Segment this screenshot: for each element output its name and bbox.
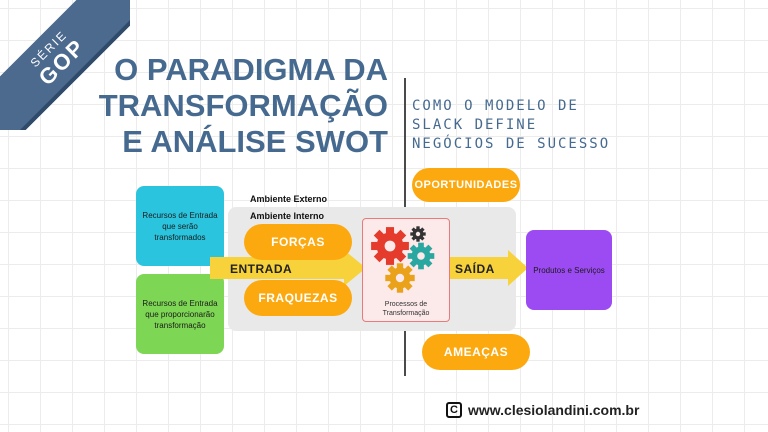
subtitle-line-1: COMO O MODELO DE	[412, 98, 579, 114]
input-resources-transforming: Recursos de Entrada que proporcionarão t…	[136, 274, 224, 354]
transformation-process-label: Processos de Transformação	[382, 301, 430, 317]
gears-icon	[371, 226, 435, 293]
input-resources-transforming-label: Recursos de Entrada que proporcionarão t…	[142, 298, 218, 330]
strengths-pill: FORÇAS	[244, 224, 352, 260]
products-services-label: Produtos e Serviços	[533, 265, 605, 275]
internal-environment-label: Ambiente Interno	[250, 211, 325, 221]
saida-label: SAÍDA	[455, 262, 495, 276]
title-line-2: TRANSFORMAÇÃO	[98, 88, 388, 123]
subtitle-line-2: SLACK DEFINE	[412, 117, 538, 133]
entrada-label: ENTRADA	[230, 262, 293, 276]
threats-pill: AMEAÇAS	[422, 334, 530, 370]
red-gear-icon	[371, 227, 409, 265]
dark-gear-icon	[410, 226, 426, 242]
products-services-box: Produtos e Serviços	[526, 230, 612, 310]
site-logo-icon: C	[446, 402, 462, 418]
opportunities-pill: OPORTUNIDADES	[412, 168, 520, 202]
input-resources-transformed-label: Recursos de Entrada que serão transforma…	[142, 210, 218, 242]
gold-gear-icon	[385, 263, 415, 293]
title-line-3: E ANÁLISE SWOT	[122, 124, 388, 159]
saida-arrow	[446, 250, 528, 286]
weaknesses-pill: FRAQUEZAS	[244, 280, 352, 316]
input-resources-transformed: Recursos de Entrada que serão transforma…	[136, 186, 224, 266]
subtitle-line-3: NEGÓCIOS DE SUCESSO	[412, 136, 611, 152]
title-line-1: O PARADIGMA DA	[114, 52, 388, 87]
footer: C www.clesiolandini.com.br	[446, 402, 639, 418]
teal-gear-icon	[407, 242, 435, 270]
site-url[interactable]: www.clesiolandini.com.br	[468, 402, 640, 418]
external-environment-label: Ambiente Externo	[250, 194, 328, 204]
